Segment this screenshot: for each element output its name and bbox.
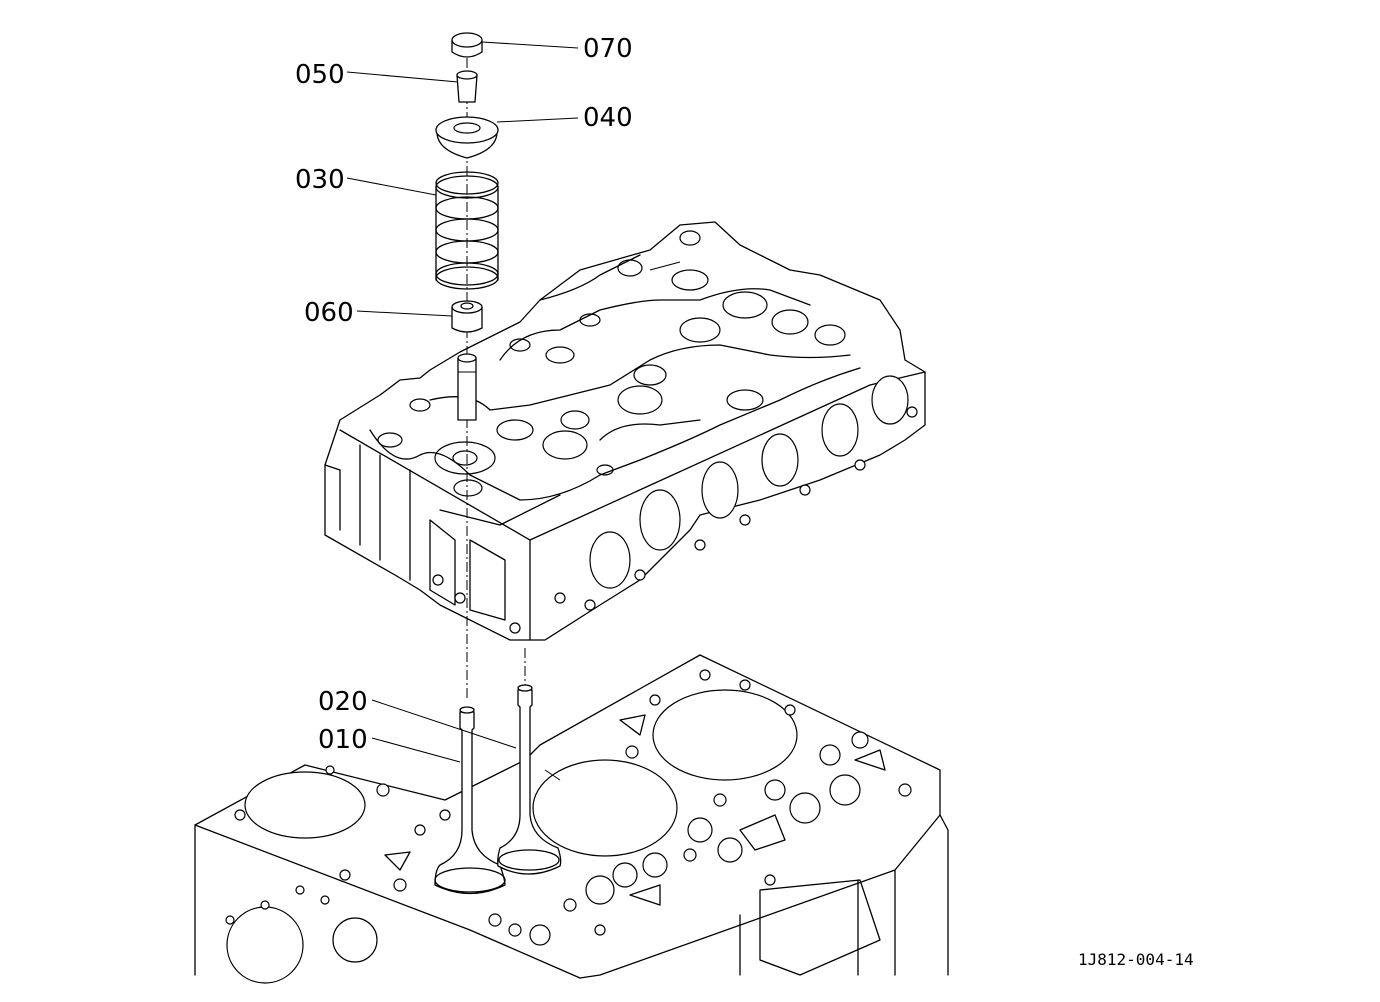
- callout-010: 010: [318, 725, 368, 755]
- part-050-collet: [346, 70, 478, 103]
- part-060-stem-seal: [356, 300, 483, 333]
- callout-020: 020: [318, 687, 368, 717]
- callout-060: 060: [304, 298, 354, 328]
- engine-block: [194, 654, 949, 984]
- part-030-valve-spring: [346, 171, 499, 290]
- callout-030: 030: [295, 165, 345, 195]
- cylinder-head: [324, 221, 926, 641]
- callout-040: 040: [583, 103, 633, 133]
- part-070-valve-cap: [451, 32, 579, 58]
- valve-guide: [457, 353, 477, 421]
- callout-070: 070: [583, 34, 633, 64]
- part-010-intake-valve: [371, 706, 506, 895]
- part-040-spring-retainer: [435, 116, 579, 159]
- figure-code: 1J812-004-14: [1078, 950, 1194, 969]
- part-020-exhaust-valve: [371, 684, 562, 875]
- callout-050: 050: [295, 60, 345, 90]
